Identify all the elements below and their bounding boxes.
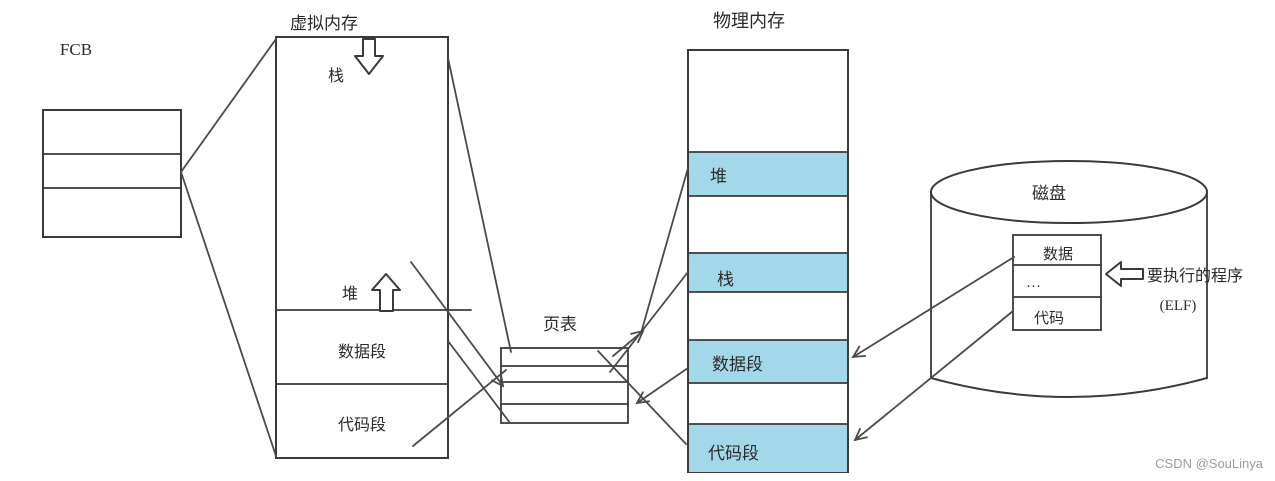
page-table-to-pm-code-line (597, 350, 687, 445)
disk-code-to-pm-code-arrow (853, 310, 1014, 442)
disk-code-row-label: 代码 (1034, 310, 1064, 327)
program-label: 要执行的程序 (1147, 267, 1243, 285)
pm-heap-row (689, 152, 847, 196)
heap-grow-up-arrow-icon (371, 273, 401, 312)
pm-stack-label: 栈 (717, 270, 734, 289)
fcb-to-vm-top-line (180, 38, 277, 173)
vm-heap-to-page-table-arrow (410, 261, 505, 388)
page-table-to-pm-stack-line (609, 271, 689, 373)
disk-ellipsis-row-label: ··· (1026, 277, 1041, 294)
physical-memory-block: 物理内存 堆 栈 数据段 代码段 (687, 11, 849, 473)
vm-code-to-page-table-line (412, 369, 507, 447)
fcb-to-vm-bottom-line (180, 171, 277, 457)
disk-top-ellipse (930, 160, 1208, 224)
virtual-memory-block: 虚拟内存 栈 堆 数据段 代码段 (275, 14, 472, 459)
disk-data-to-pm-data-arrow (851, 256, 1015, 359)
program-pointer-left-arrow-icon (1105, 261, 1144, 287)
page-table-title: 页表 (543, 315, 577, 334)
page-table-block: 页表 (500, 315, 629, 424)
pm-data-segment-label: 数据段 (712, 355, 763, 374)
pm-code-segment-label: 代码段 (708, 444, 759, 463)
pm-data-segment-row (689, 340, 847, 383)
virtual-memory-box (275, 36, 449, 459)
disk-bottom-curve (930, 377, 1208, 398)
pm-heap-label: 堆 (710, 167, 727, 186)
disk-title: 磁盘 (1032, 184, 1066, 203)
disk-file-box (1012, 234, 1102, 331)
disk-block: 磁盘 数据 ··· 代码 要执行的程序 (ELF) (930, 160, 1243, 398)
page-table-to-pm-heap-line (640, 167, 689, 334)
vm-data-to-page-table-line (447, 340, 511, 424)
vm-data-segment-label: 数据段 (338, 343, 386, 361)
fcb-label: FCB (60, 40, 92, 59)
pm-data-to-page-table-arrow (635, 367, 689, 405)
vm-stack-to-page-table-line (447, 57, 512, 353)
watermark-text: CSDN @SouLinya (1155, 456, 1264, 471)
program-format-label: (ELF) (1160, 298, 1197, 314)
pm-stack-row (689, 253, 847, 292)
virtual-memory-title: 虚拟内存 (290, 14, 358, 33)
connection-lines (180, 38, 1015, 457)
stack-grow-down-arrow-icon (354, 38, 384, 75)
disk-data-row-label: 数据 (1043, 246, 1073, 263)
fcb-box (42, 109, 182, 238)
fcb-block: FCB (42, 40, 182, 238)
vm-stack-label: 栈 (328, 67, 344, 85)
page-table-box (500, 347, 629, 424)
vm-heap-label: 堆 (342, 285, 358, 303)
pm-code-segment-row (689, 424, 847, 472)
vm-code-segment-label: 代码段 (338, 416, 386, 434)
physical-memory-title: 物理内存 (713, 11, 785, 31)
